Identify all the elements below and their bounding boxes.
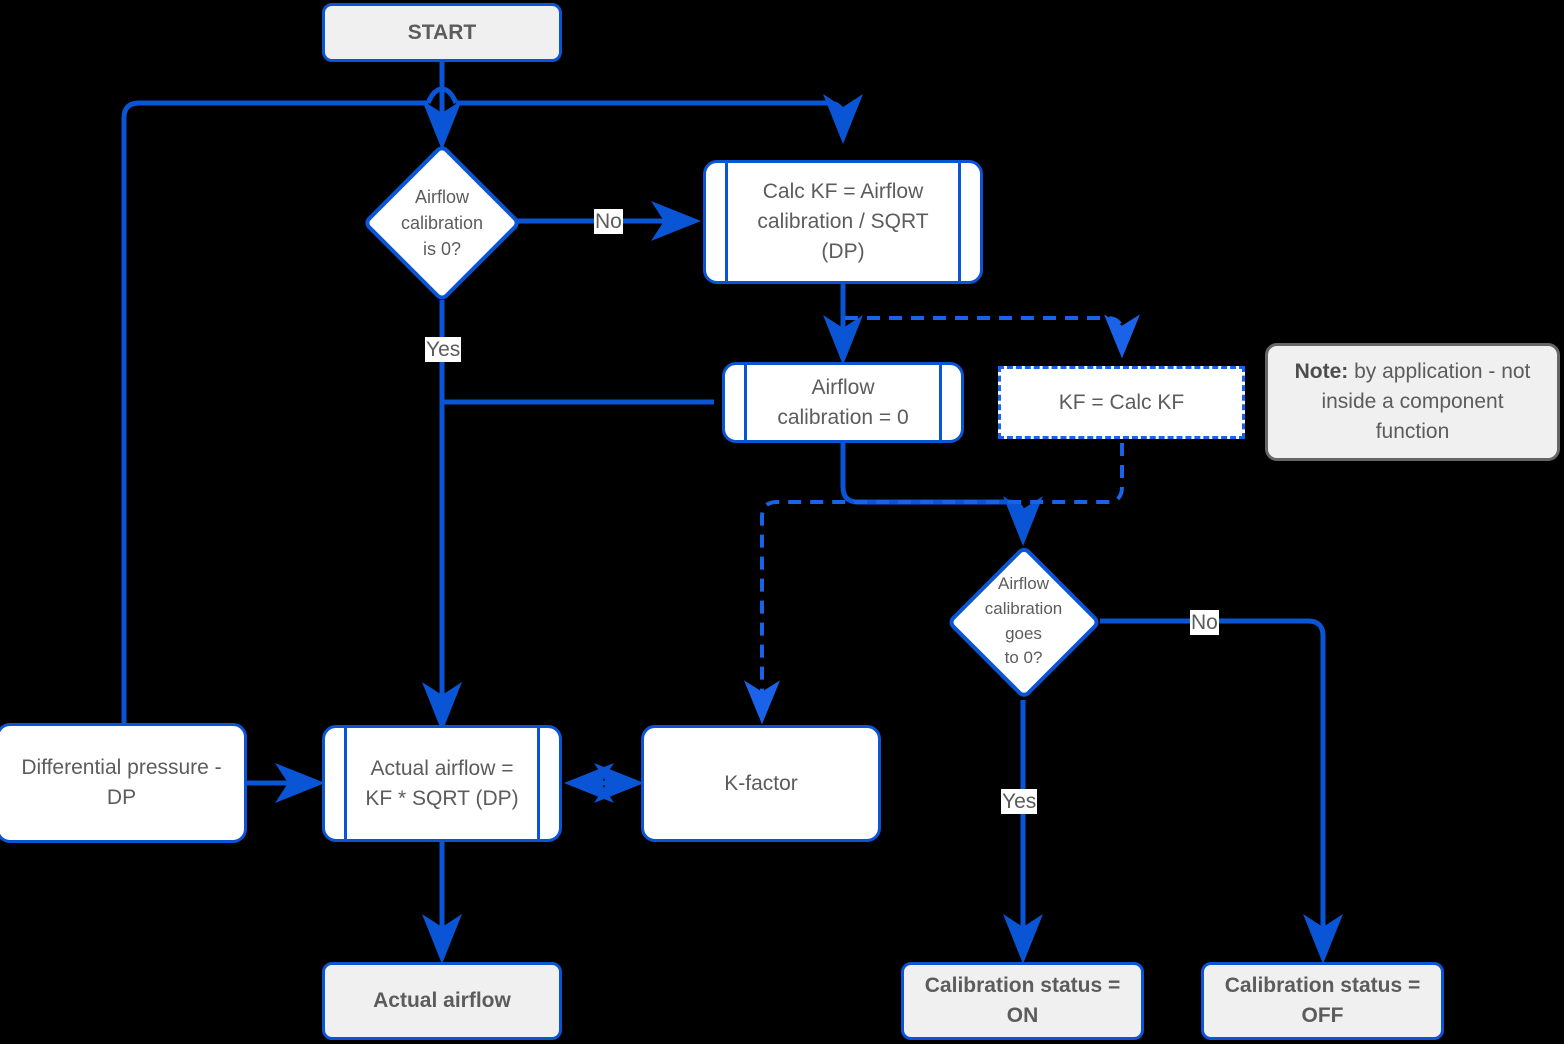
node-actual-airflow-output-label: Actual airflow xyxy=(373,989,511,1013)
node-calc-kf-label: Calc KF = Airflow calibration / SQRT (DP… xyxy=(757,180,929,263)
edge-calzero-to-decision2 xyxy=(840,443,1043,546)
node-actual-airflow-formula[interactable]: Actual airflow = KF * SQRT (DP) xyxy=(322,725,562,842)
node-decision1-label: Airflow calibration is 0? xyxy=(400,186,484,260)
node-differential-pressure-label: Differential pressure - DP xyxy=(21,756,222,809)
edge-label-yes-decision2: Yes xyxy=(1001,789,1038,814)
node-differential-pressure[interactable]: Differential pressure - DP xyxy=(0,723,247,843)
node-actual-airflow-output[interactable]: Actual airflow xyxy=(322,962,562,1040)
edge-top-bus-to-calckf xyxy=(456,93,863,144)
node-start-label: START xyxy=(407,20,477,44)
node-actual-airflow-formula-label: Actual airflow = KF * SQRT (DP) xyxy=(365,756,519,810)
node-calibration-status-off-label: Calibration status = OFF xyxy=(1224,974,1421,1027)
node-note: Note: by application - not inside a comp… xyxy=(1265,343,1560,461)
edge-label-yes-decision1: Yes xyxy=(425,337,462,362)
node-calibration-status-on-label: Calibration status = ON xyxy=(924,974,1121,1027)
node-decision2-label: Airflow calibration goes to 0? xyxy=(984,574,1063,668)
node-airflow-calibration-zero[interactable]: Airflow calibration = 0 xyxy=(722,362,964,443)
node-k-factor[interactable]: K-factor xyxy=(641,725,881,842)
note-bold-prefix: Note: xyxy=(1294,360,1349,384)
node-calc-kf[interactable]: Calc KF = Airflow calibration / SQRT (DP… xyxy=(703,160,983,284)
node-calibration-status-off[interactable]: Calibration status = OFF xyxy=(1201,962,1444,1040)
edge-decision2-no xyxy=(1100,618,1343,964)
edge-calckf-dashed-to-kfassign xyxy=(845,314,1140,359)
node-decision-airflow-calibration-is-zero[interactable]: Airflow calibration is 0? xyxy=(362,143,522,303)
edge-loopback-top-left xyxy=(121,100,428,119)
node-k-factor-label: K-factor xyxy=(724,771,798,795)
node-calibration-status-on[interactable]: Calibration status = ON xyxy=(901,962,1144,1040)
edge-label-no-decision1: No xyxy=(594,209,623,234)
node-start[interactable]: START xyxy=(322,3,562,62)
node-kf-equals-calc-kf-label: KF = Calc KF xyxy=(1058,390,1185,414)
node-kf-equals-calc-kf[interactable]: KF = Calc KF xyxy=(998,366,1245,439)
edge-label-no-decision2: No xyxy=(1190,610,1219,635)
node-airflow-calibration-zero-label: Airflow calibration = 0 xyxy=(777,375,909,429)
node-decision-airflow-calibration-goes-to-zero[interactable]: Airflow calibration goes to 0? xyxy=(946,544,1101,699)
note-text: Note: by application - not inside a comp… xyxy=(1284,357,1541,446)
note-body: by application - not inside a component … xyxy=(1321,360,1531,443)
edge-line-hop xyxy=(425,86,459,105)
